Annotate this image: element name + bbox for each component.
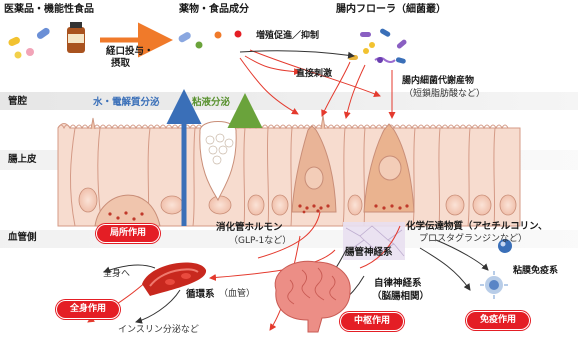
enteric-nerve-label: 腸管神経系 — [345, 247, 393, 258]
mucus-secretion-label: 粘液分泌 — [192, 97, 231, 108]
gi-hormone-label: 消化管ホルモン — [216, 222, 283, 233]
oral-admin-line2: 摂取 — [111, 58, 131, 69]
lumen-band — [0, 92, 578, 110]
metabolites-label: 腸内細菌代謝産物 — [402, 76, 475, 86]
component-icons — [178, 30, 242, 49]
to-whole-body-label: 全身へ — [103, 269, 131, 279]
gut-flora-label: 腸内フローラ（細菌叢） — [336, 4, 446, 15]
immune-action-pill: 免疫作用 — [466, 311, 530, 330]
blood-vessel-label: （血管） — [219, 289, 256, 299]
chem-messenger-line2: プロスタグランジンなど） — [419, 234, 528, 244]
water-secretion-label: 水・電解質分泌 — [93, 97, 160, 108]
circulatory-label: 循環系 — [186, 289, 215, 300]
autonomic-line2: （脳腸相関） — [372, 291, 430, 302]
oral-admin-line1: 経口投与・ — [106, 46, 154, 57]
immune-cell-graphic — [480, 239, 512, 299]
vascular-label: 血管側 — [8, 232, 37, 243]
lumen-label: 管腔 — [8, 96, 28, 107]
autonomic-line1: 自律神経系 — [374, 278, 422, 289]
drug-components-label: 薬物・食品成分 — [179, 4, 249, 15]
insulin-label: インスリン分泌など — [118, 325, 199, 335]
proliferation-label: 増殖促進／抑制 — [256, 31, 320, 41]
chem-messenger-line1: 化学伝達物質（アセチルコリン、 — [406, 221, 548, 232]
blood-vessel-graphic — [142, 262, 207, 296]
pharma-food-label: 医薬品・機能性食品 — [4, 4, 94, 15]
local-action-pill: 局所作用 — [96, 224, 160, 243]
glp1-label: （GLP-1など） — [229, 236, 292, 246]
central-action-pill: 中枢作用 — [340, 312, 404, 331]
epithelium-tissue — [57, 114, 521, 227]
brain-graphic — [274, 260, 351, 333]
medicine-icons — [8, 22, 85, 59]
direct-stimulation-label: 直接刺激 — [296, 69, 333, 79]
epithelium-label: 腸上皮 — [8, 154, 37, 165]
enteric-nerve-network — [343, 222, 405, 260]
scfa-label: （短鎖脂肪酸など） — [404, 89, 486, 99]
systemic-action-pill: 全身作用 — [56, 300, 120, 319]
mucosal-immune-label: 粘膜免疫系 — [513, 266, 559, 276]
bacteria-icons — [348, 28, 407, 64]
